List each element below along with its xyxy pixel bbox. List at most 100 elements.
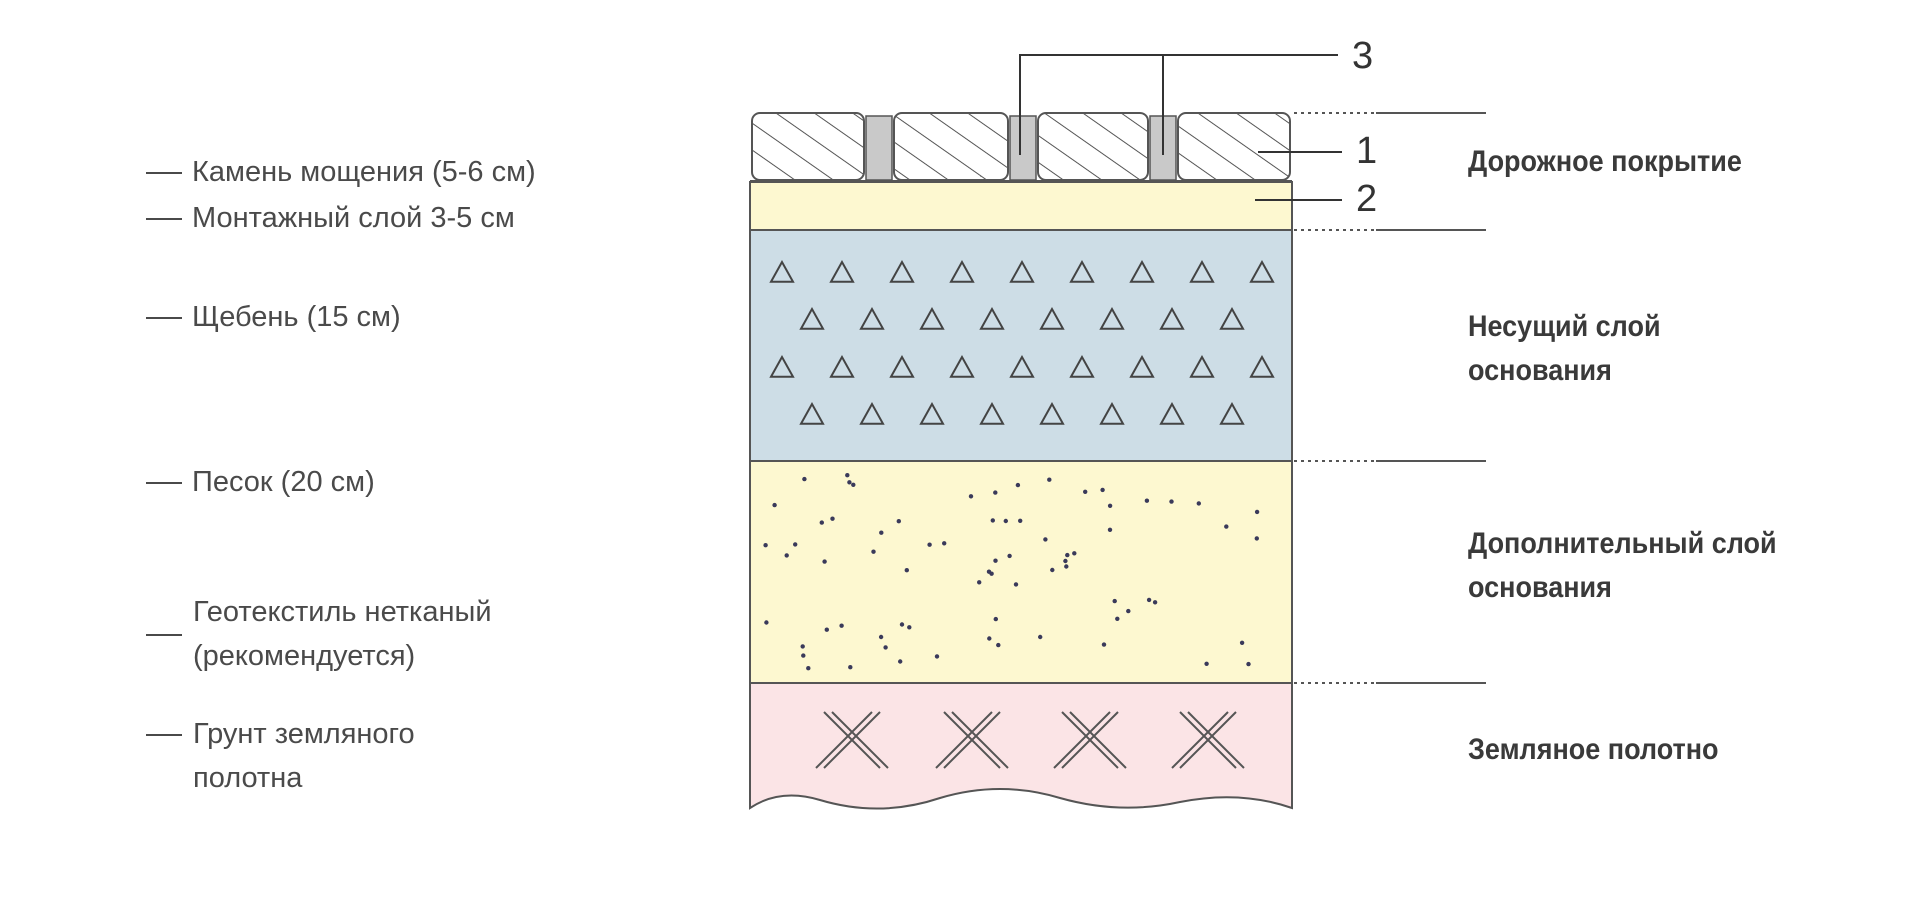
sand-dot (907, 625, 912, 630)
sand-dot (1013, 582, 1019, 587)
joint-2 (1009, 115, 1037, 181)
crushed-stone-triangle (799, 401, 825, 425)
crushed-stone-triangles (769, 259, 1275, 425)
sand-dot (1239, 640, 1245, 645)
label-geotextile: Геотекстиль нетканый (рекомендуется) (146, 590, 492, 678)
sand-dot (934, 654, 940, 659)
crushed-stone-triangle (829, 259, 855, 283)
crushed-stone-triangle (1039, 306, 1065, 330)
sand-dot (904, 568, 909, 573)
sand-dot (1072, 551, 1077, 556)
sand-dot (968, 494, 974, 499)
sand-dot (1254, 509, 1260, 515)
sand-dot (806, 666, 811, 671)
label-sand: Песок (20 см) (146, 460, 375, 504)
callout-3-leader (1019, 54, 1338, 155)
sand-dot (1152, 600, 1158, 605)
joint-1 (865, 115, 893, 181)
crushed-stone-triangle (919, 401, 945, 425)
crushed-stone-triangle (829, 354, 855, 378)
sand-dot (847, 480, 852, 485)
sand-dot (851, 482, 856, 487)
soil-cross-mark (935, 711, 1009, 769)
soil-layer (749, 682, 1293, 810)
sand-dot (1204, 661, 1209, 666)
crushed-stone-triangle (1249, 259, 1275, 283)
crushed-stone-triangle (949, 259, 975, 283)
sand-dot (845, 473, 850, 478)
crushed-stone-triangle (859, 306, 885, 330)
crushed-stone-triangle (1099, 401, 1125, 425)
soil-cross-mark (815, 711, 889, 769)
crushed-stone-triangle (919, 306, 945, 330)
crushed-stone-triangle (1219, 306, 1245, 330)
soil-cross-mark (1053, 711, 1127, 769)
paving-stone-3 (1037, 112, 1149, 181)
label-dash (146, 172, 182, 175)
sand-dot (819, 520, 824, 525)
sand-dot (1003, 518, 1008, 524)
crushed-stone-triangle (1189, 354, 1215, 378)
sand-dot (993, 616, 998, 622)
paving-stone-2 (893, 112, 1009, 181)
label-paving-stone: Камень мощения (5-6 см) (146, 150, 536, 194)
callout-2-number: 2 (1356, 178, 1378, 220)
sand-dot (986, 569, 992, 574)
sand-dot (1050, 567, 1055, 573)
label-crushed-stone: Щебень (15 см) (146, 295, 401, 339)
sand-dot (977, 580, 982, 585)
sand-dot (1107, 527, 1113, 532)
crushed-stone-triangle (1009, 259, 1035, 283)
zone-additional-base: Дополнительный слой основания (1468, 527, 1777, 604)
crushed-stone-triangle (1009, 354, 1035, 378)
sand-dot (822, 559, 827, 564)
crushed-stone-triangle (949, 354, 975, 378)
crushed-stone-triangle (1099, 306, 1125, 330)
sand-dot (1015, 482, 1021, 488)
sand-dot (1169, 499, 1174, 504)
callout-3-number: 3 (1352, 35, 1374, 77)
sand-dot (899, 622, 905, 627)
sand-dot (1083, 489, 1088, 494)
sand-dot (764, 620, 769, 625)
crushed-stone-triangle (979, 401, 1005, 425)
sand-dot (848, 665, 853, 670)
sand-dot (878, 634, 884, 640)
callout-1-number: 1 (1356, 130, 1378, 172)
sand-dot (993, 558, 998, 563)
crushed-stone-fill (749, 229, 1293, 462)
soil-cross-marks (815, 711, 1245, 769)
sand-dot (896, 519, 901, 524)
label-dash (146, 218, 182, 221)
label-dash (146, 634, 182, 636)
crushed-stone-layer (749, 229, 1293, 462)
sand-dot (1246, 661, 1251, 667)
zone-boundaries (1294, 112, 1486, 684)
soil-cross-mark (1171, 711, 1245, 769)
crushed-stone-triangle (889, 354, 915, 378)
sand-dot (883, 645, 888, 650)
sand-dot (793, 542, 798, 547)
sand-dot (1065, 552, 1070, 558)
sand-dot (1115, 616, 1120, 621)
sand-dot (839, 623, 844, 628)
sand-dot (1038, 634, 1043, 640)
sand-dot (1146, 597, 1152, 603)
sand-dot (1043, 537, 1048, 542)
sand-dot (1112, 598, 1117, 604)
sand-dot (1007, 553, 1012, 559)
sand-dot (1064, 564, 1069, 569)
sand-dot (1063, 558, 1068, 564)
crushed-stone-triangle (1069, 354, 1095, 378)
soil-fill (749, 682, 1293, 810)
crushed-stone-triangle (889, 259, 915, 283)
sand-dot (801, 653, 806, 658)
paving-stone-4 (1177, 112, 1291, 181)
sand-dot (1047, 477, 1052, 482)
crushed-stone-triangle (1249, 354, 1275, 378)
crushed-stone-triangle (1129, 354, 1155, 378)
sand-dot (898, 659, 903, 664)
label-mounting-layer: Монтажный слой 3-5 см (146, 196, 515, 240)
